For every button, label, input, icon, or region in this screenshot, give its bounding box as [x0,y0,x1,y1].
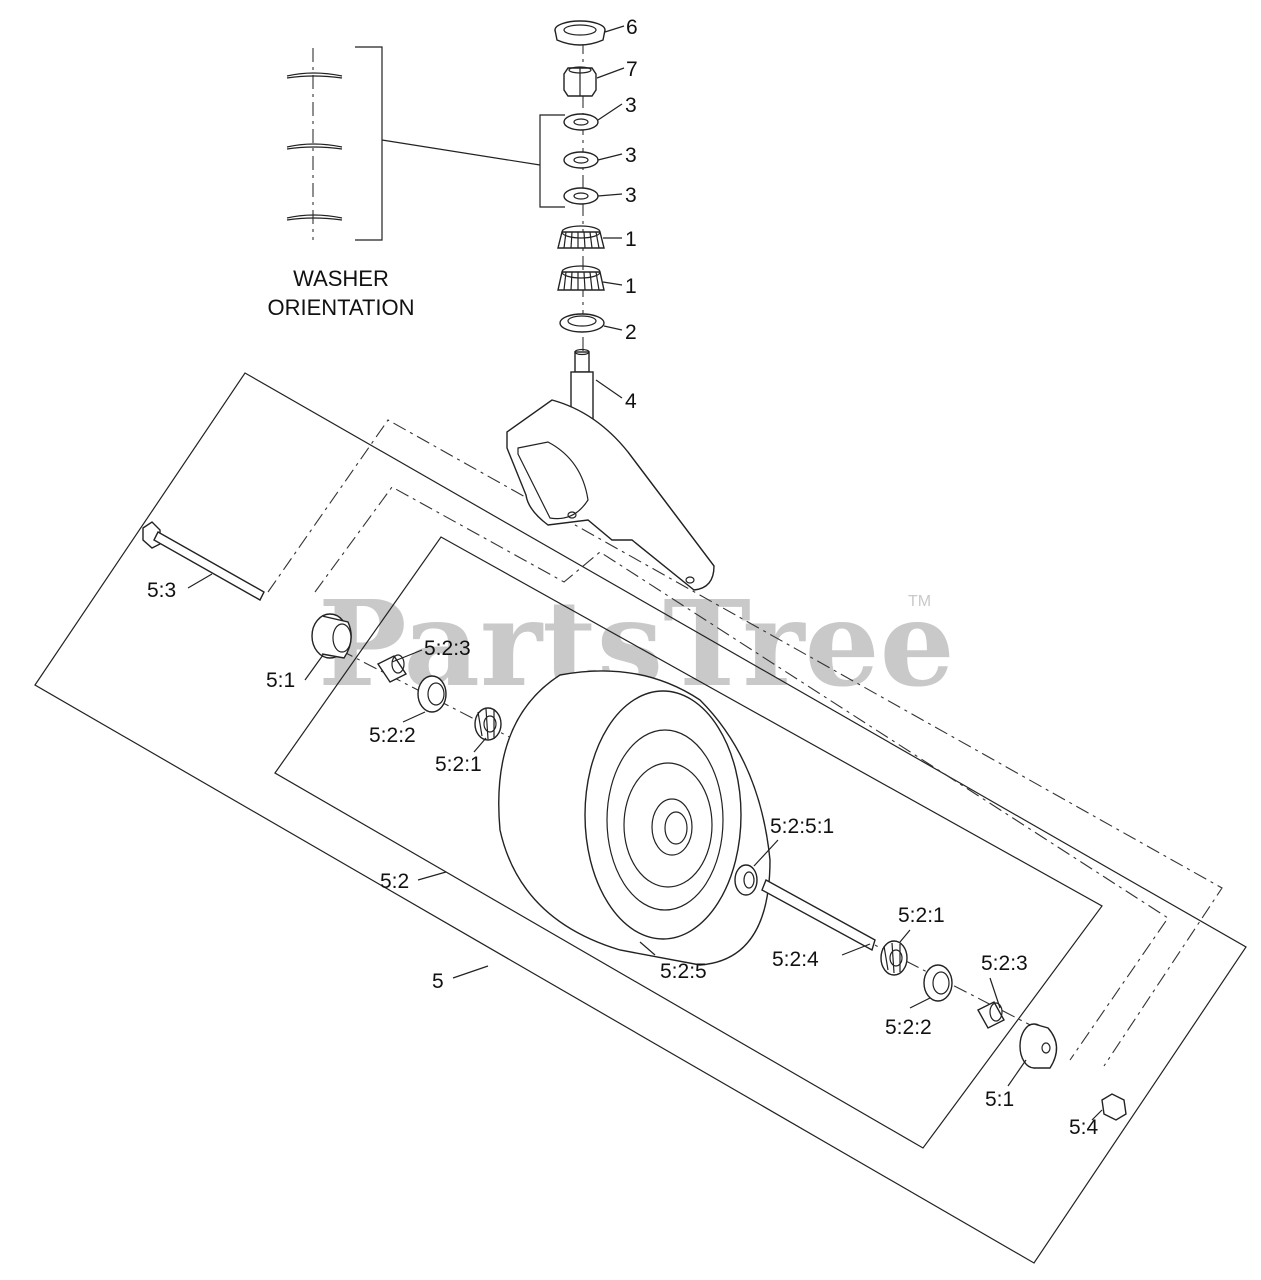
washer-part [563,113,599,131]
bearing-cup-part [559,313,605,333]
spacer-cap-right-part [1019,1023,1058,1069]
washer-part [563,187,599,205]
callout-5-2-4: 5:2:4 [772,948,819,971]
caster-fork-part [506,399,715,591]
callout-6: 6 [626,16,638,39]
callout-5-4: 5:4 [1069,1116,1099,1139]
callout-5-2-2-right: 5:2:2 [885,1016,932,1039]
tapered-bearing-part [557,225,605,249]
callout-1: 1 [625,228,637,251]
assembly-5-outline [34,372,1247,1264]
callout-leaders [187,25,1103,1121]
callout-5-3: 5:3 [147,579,176,602]
wheel-spacer-tube-part [761,879,876,952]
wheel-bearing-seal-part [734,864,758,896]
callout-5-2-3-left: 5:2:3 [424,637,471,660]
callout-5-2-1-right: 5:2:1 [898,904,945,927]
washer-orientation-line1: WASHER [293,266,389,291]
bushing-right-part [977,1001,1005,1029]
washer-part [563,151,599,169]
callout-5-2-3-right: 5:2:3 [981,952,1028,975]
bearing-cup-left-part [417,675,447,713]
callout-3: 3 [625,144,637,167]
callout-4: 4 [625,390,637,413]
callout-1: 1 [625,275,637,298]
dust-cap-part [554,20,606,46]
inset-bracket [355,46,383,241]
axle-bolt-part [142,521,265,601]
washer-edge-icon [286,214,343,221]
watermark-trademark: TM [908,593,931,610]
assembly-5-2-outline [274,536,1103,1149]
callout-5-1-right: 5:1 [985,1088,1014,1111]
washer-orientation-inset: WASHER ORIENTATION [267,46,565,320]
spacer-cap-left-part [311,613,352,659]
tapered-bearing-right-part [880,940,908,976]
callout-5-2-5-1: 5:2:5:1 [770,815,834,838]
axle-centerline-inner [314,486,1169,1061]
callout-3: 3 [625,184,637,207]
callout-3: 3 [625,94,637,117]
tapered-bearing-part [557,265,605,291]
callout-5-2-5: 5:2:5 [660,960,707,983]
callout-5-2-2-left: 5:2:2 [369,724,416,747]
washer-edge-icon [286,143,343,150]
wheel-tire-part [498,670,771,966]
bearing-cup-right-part [923,964,953,1002]
callout-5-2-1-left: 5:2:1 [435,753,482,776]
bushing-left-part [376,654,408,683]
washer-edge-icon [286,72,343,79]
callout-2: 2 [625,321,637,344]
locknut-right-part [1101,1093,1127,1121]
callout-7: 7 [626,58,638,81]
inset-leader [381,139,541,166]
locknut-part [563,66,597,97]
callout-5-1-left: 5:1 [266,669,295,692]
tapered-bearing-left-part [474,707,502,741]
callout-5-2: 5:2 [380,870,409,893]
axle-centerline-outer [267,419,1223,1067]
callout-5: 5 [432,970,444,993]
washer-group-bracket [539,114,565,208]
washer-orientation-line2: ORIENTATION [267,295,414,320]
